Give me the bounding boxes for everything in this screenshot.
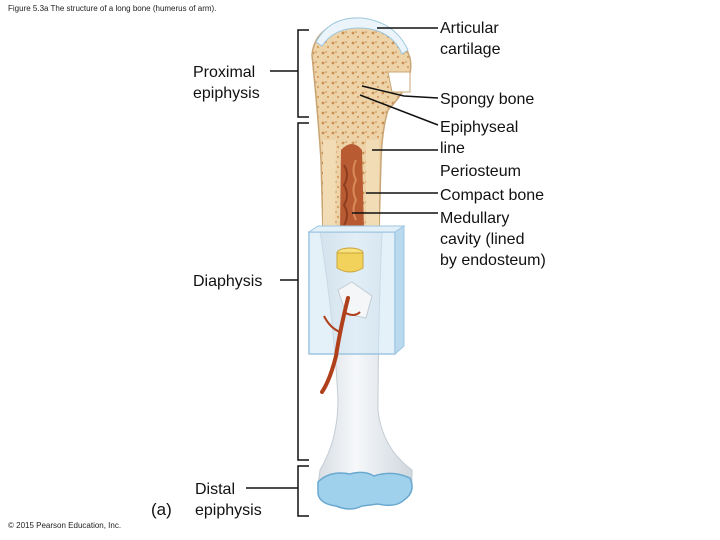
panel-letter: (a) bbox=[151, 500, 172, 519]
leader-epiphyseal-line bbox=[359, 94, 439, 126]
label-spongy-bone: Spongy bone bbox=[440, 91, 535, 108]
label-diaphysis: Diaphysis bbox=[193, 273, 263, 290]
copyright-notice: © 2015 Pearson Education, Inc. bbox=[8, 521, 122, 530]
label-distal-epiphysis: Distal epiphysis bbox=[195, 481, 262, 519]
distal-epiphysis-shape bbox=[317, 471, 413, 510]
label-epiphyseal-line: Epiphyseal line bbox=[440, 119, 519, 157]
leader-spongy-bone bbox=[361, 85, 439, 99]
label-compact-bone: Compact bone bbox=[440, 187, 545, 204]
distal-bracket bbox=[297, 465, 309, 517]
nutrient-artery bbox=[320, 296, 350, 394]
figure-caption: Figure 5.3a The structure of a long bone… bbox=[8, 4, 217, 13]
medullary-cavity-shape bbox=[340, 144, 364, 232]
label-medullary-cavity: Medullary cavity (lined by endosteum) bbox=[440, 210, 546, 269]
label-periosteum: Periosteum bbox=[440, 163, 521, 180]
diaphysis-bracket bbox=[297, 122, 309, 461]
label-proximal-epiphysis: Proximal epiphysis bbox=[193, 64, 260, 102]
label-articular-cartilage: Articular cartilage bbox=[440, 20, 501, 58]
articular-cartilage-shape bbox=[315, 17, 409, 55]
proximal-bracket bbox=[297, 29, 309, 118]
